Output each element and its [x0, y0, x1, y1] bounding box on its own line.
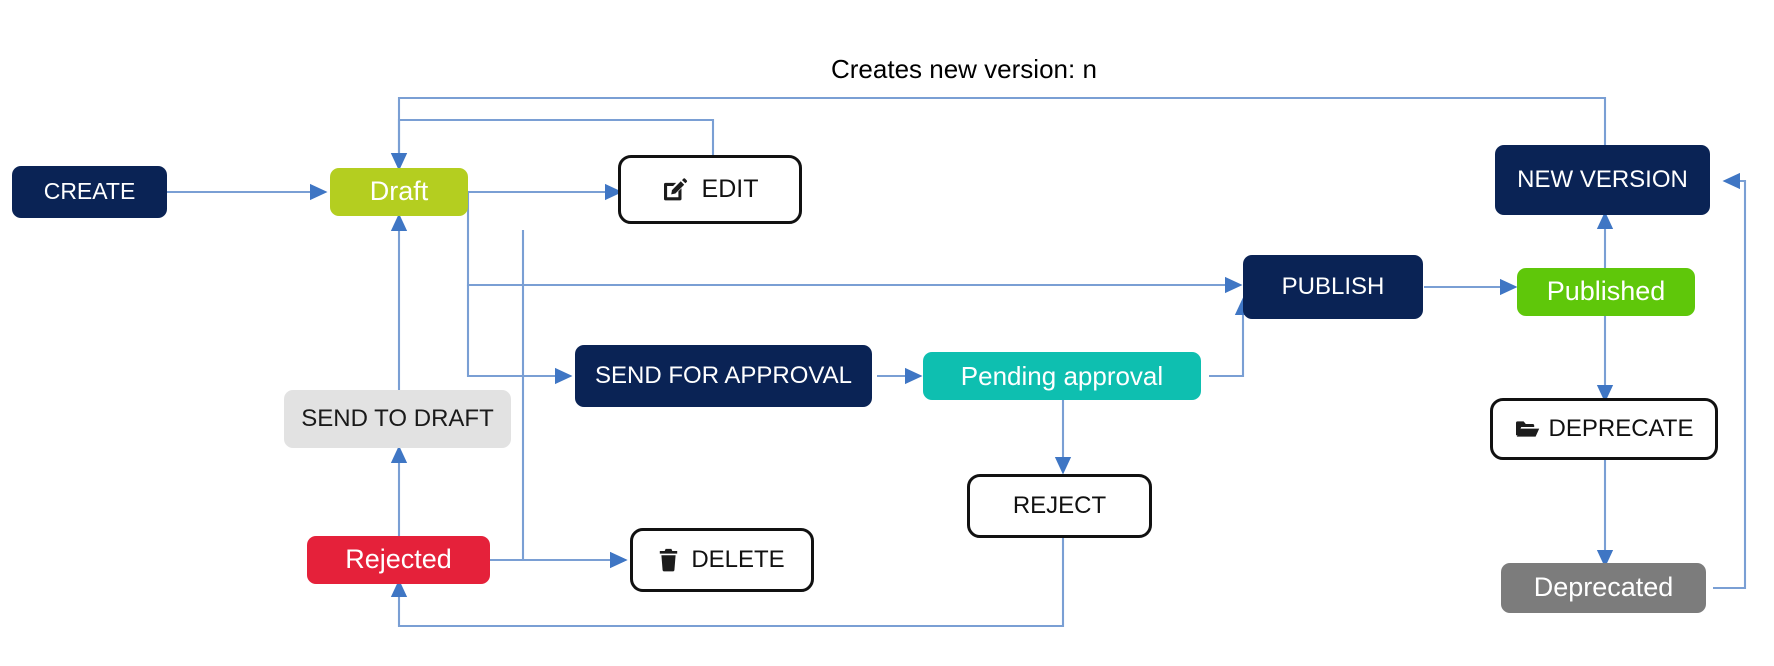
node-publish[interactable]: PUBLISH [1243, 255, 1423, 319]
node-published[interactable]: Published [1517, 268, 1695, 316]
node-pending-approval[interactable]: Pending approval [923, 352, 1201, 400]
node-deprecate[interactable]: DEPRECATE [1490, 398, 1718, 460]
folder-icon [1515, 419, 1540, 439]
node-edit-label: EDIT [701, 174, 759, 203]
node-send-for-approval[interactable]: SEND FOR APPROVAL [575, 345, 872, 407]
edge-label-creates-new-version: Creates new version: n [831, 54, 1097, 84]
node-delete[interactable]: DELETE [630, 528, 814, 592]
edge-draft-to-send-for-approval [466, 285, 573, 385]
node-edit[interactable]: EDIT [618, 155, 802, 224]
trash-icon [659, 548, 678, 572]
node-new-version[interactable]: NEW VERSION [1495, 145, 1710, 215]
edge-newversion-to-draft [390, 96, 1607, 171]
edge-deprecated-to-newversion [1713, 172, 1747, 590]
node-send-to-draft[interactable]: SEND TO DRAFT [284, 390, 511, 448]
edge-pending-to-publish [1209, 297, 1252, 378]
edge-draft-to-publish [466, 192, 1243, 294]
node-create[interactable]: CREATE [12, 166, 167, 218]
node-draft[interactable]: Draft [330, 168, 468, 216]
edit-pencil-icon [662, 177, 688, 203]
node-deprecate-label: DEPRECATE [1548, 414, 1694, 442]
node-delete-label: DELETE [691, 545, 785, 573]
node-reject[interactable]: REJECT [967, 474, 1152, 538]
node-deprecated[interactable]: Deprecated [1501, 563, 1706, 613]
node-rejected[interactable]: Rejected [307, 536, 490, 584]
